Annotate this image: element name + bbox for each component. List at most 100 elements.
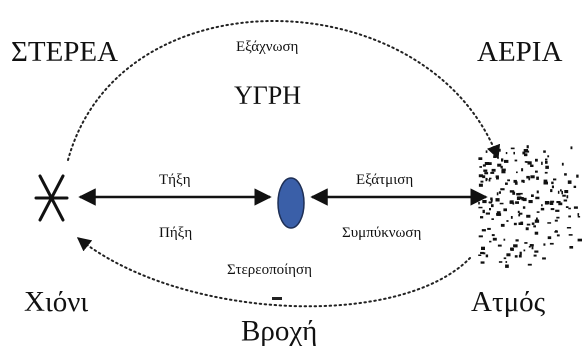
vapor-particle xyxy=(563,199,568,202)
vapor-particle xyxy=(488,162,492,165)
vapor-particle xyxy=(478,183,483,187)
vapor-particle xyxy=(526,214,531,218)
vapor-particle xyxy=(545,161,548,164)
vapor-particle xyxy=(478,174,484,178)
vapor-particle xyxy=(514,159,518,162)
vapor-particle xyxy=(526,223,531,226)
vapor-particle xyxy=(517,210,520,214)
vapor-particle xyxy=(544,201,550,205)
vapor-particle xyxy=(526,175,530,179)
vapor-particle xyxy=(566,227,572,229)
vapor-particle xyxy=(513,179,517,183)
vapor-particle xyxy=(518,254,522,258)
vapor-particle xyxy=(513,244,518,248)
vapor-particle xyxy=(495,198,500,202)
vapor-particle xyxy=(491,234,495,237)
vapor-particle xyxy=(527,263,532,266)
vapor-particle xyxy=(482,200,487,204)
vapor-particle xyxy=(551,185,554,189)
vapor-particle xyxy=(547,236,552,240)
vapor-particle xyxy=(530,175,535,179)
vapor-particle xyxy=(535,158,538,162)
vapor-particle xyxy=(509,200,514,204)
vapor-particle xyxy=(501,170,506,174)
snowflake-icon xyxy=(34,174,69,222)
vapor-particle xyxy=(485,212,490,215)
vapor-particle xyxy=(516,171,518,174)
vapor-particle xyxy=(526,145,529,149)
vapor-particle xyxy=(498,261,503,263)
vapor-particle xyxy=(496,148,501,152)
vapor-particle xyxy=(506,253,511,257)
vapor-particle xyxy=(484,172,489,175)
liquid-state-label: ΥΓΡΗ xyxy=(234,81,302,110)
vapor-particle xyxy=(490,171,495,174)
vapor-particle xyxy=(577,213,580,216)
vapor-particle xyxy=(478,157,483,160)
vapor-particle xyxy=(533,254,537,257)
vapor-particle xyxy=(488,201,493,204)
vapor-particle xyxy=(524,153,528,157)
vapor-particle xyxy=(504,159,509,163)
vapor-particle xyxy=(531,194,534,197)
vapor-particle xyxy=(515,239,519,242)
vapor-particle xyxy=(541,161,543,165)
vapor-particle xyxy=(535,170,538,173)
vapor-particle xyxy=(528,177,531,181)
vapor-particle xyxy=(522,151,526,155)
vapor-particle xyxy=(512,202,515,205)
vapor-particle xyxy=(521,197,524,201)
vapor-particle xyxy=(565,206,569,208)
vapor-particle xyxy=(482,175,486,179)
vapor-particle xyxy=(530,164,534,167)
sublimation-arrow xyxy=(67,20,501,161)
vapor-particle xyxy=(480,216,484,219)
vapor-particle xyxy=(573,185,577,188)
vapor-particle xyxy=(576,174,579,178)
vapor-particle xyxy=(505,264,509,268)
vapor-particle xyxy=(478,206,483,209)
vapor-particle xyxy=(483,169,488,172)
vapor-particle xyxy=(547,222,552,224)
vapor-particle xyxy=(547,155,550,158)
vapor-particle xyxy=(564,190,569,194)
vapor-particle xyxy=(535,196,540,200)
vapor-particle xyxy=(549,242,554,245)
vapor-particle xyxy=(481,246,485,250)
vapor-particle xyxy=(527,161,532,165)
melting-label: Τήξη xyxy=(159,172,191,188)
vapor-particle xyxy=(545,158,548,161)
vapor-particle xyxy=(564,173,567,176)
vapor-particle xyxy=(497,163,502,167)
sublimation-label: Εξάχνωση xyxy=(236,39,299,55)
vapor-particle xyxy=(507,179,510,182)
vapor-particle xyxy=(480,251,484,254)
vapor-particle xyxy=(542,257,546,260)
vapor-particle xyxy=(487,227,491,230)
vapor-particle xyxy=(543,243,546,246)
vapor-particle xyxy=(522,180,525,183)
vapor-particle xyxy=(570,146,573,150)
vapor-particle xyxy=(503,208,507,212)
vapor-particle xyxy=(577,238,582,242)
vapor-particle xyxy=(519,251,522,255)
vapor-particle xyxy=(521,179,525,183)
vapor-particle xyxy=(479,166,482,168)
vapor-particle xyxy=(499,202,504,205)
vapor-particle xyxy=(500,188,505,191)
vapor-particle xyxy=(489,240,492,243)
vapor-particle xyxy=(524,161,528,163)
vapor-particle xyxy=(531,246,534,250)
vapor-particle xyxy=(482,252,486,255)
gas-state-label: ΑΕΡΙΑ xyxy=(477,36,563,68)
vapor-particle xyxy=(506,220,509,222)
vapor-particle xyxy=(568,215,571,218)
vapor-particle xyxy=(491,168,496,172)
vapor-particle xyxy=(501,158,504,162)
vapor-particle xyxy=(525,227,529,231)
vapor-particle xyxy=(523,249,526,252)
deposition-dash-mark xyxy=(272,297,282,300)
vapor-particle xyxy=(553,178,557,181)
